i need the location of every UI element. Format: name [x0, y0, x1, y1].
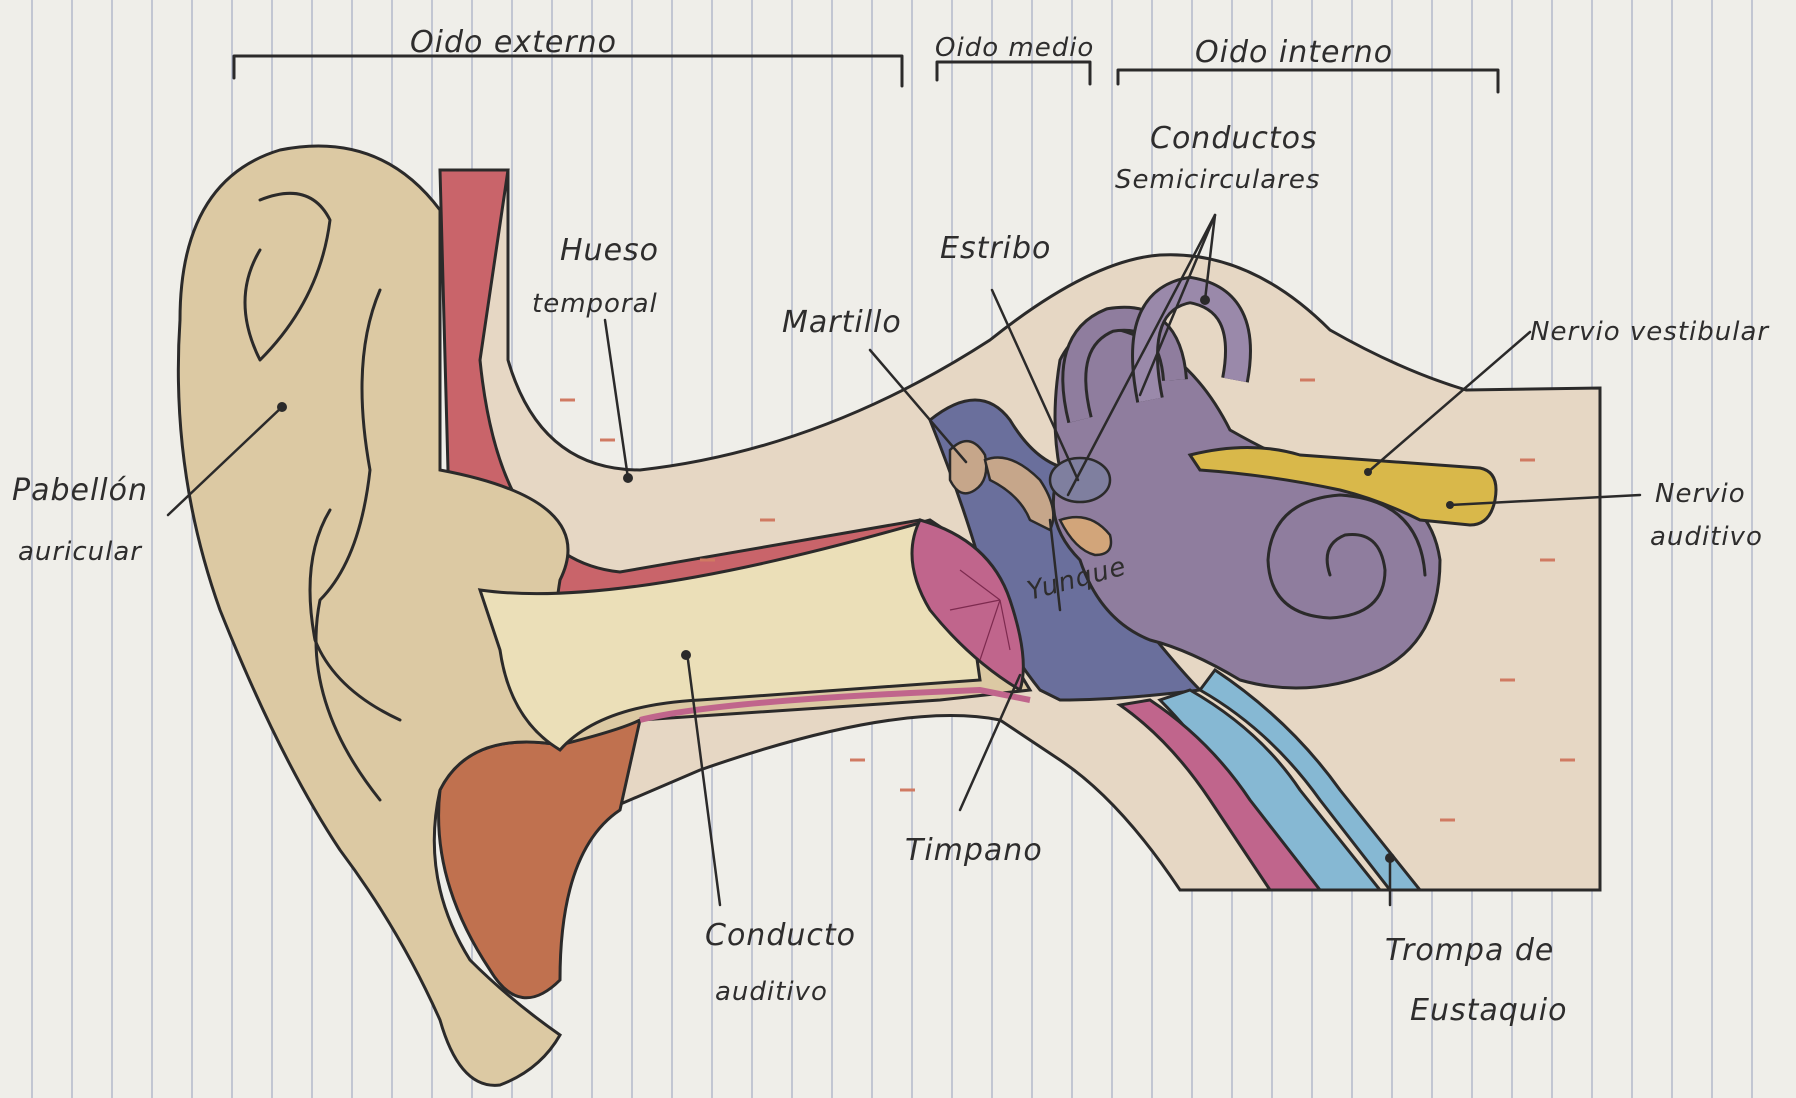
label-martillo: Martillo: [782, 305, 902, 340]
label-nervio-vestibular: Nervio vestibular: [1530, 317, 1770, 347]
section-title-outer: Oido externo: [410, 25, 617, 60]
label-conducto-line1: Conducto: [705, 918, 856, 953]
label-pabellon-line2: auricular: [18, 537, 143, 567]
label-hueso-line1: Hueso: [560, 233, 659, 268]
label-conductos-line2: Semicirculares: [1115, 165, 1320, 195]
label-conducto-line2: auditivo: [715, 977, 828, 1007]
label-trompa-line1: Trompa de: [1385, 933, 1554, 968]
label-conductos-line1: Conductos: [1150, 121, 1318, 156]
section-title-middle: Oido medio: [935, 33, 1094, 63]
label-timpano: Timpano: [905, 833, 1043, 868]
section-title-inner: Oido interno: [1195, 35, 1393, 70]
label-nervio-auditivo-line2: auditivo: [1650, 522, 1763, 552]
label-pabellon-line1: Pabellón: [12, 473, 148, 508]
label-hueso-line2: temporal: [532, 289, 658, 319]
label-estribo: Estribo: [940, 231, 1051, 266]
label-trompa-line2: Eustaquio: [1410, 993, 1568, 1028]
label-nervio-auditivo-line1: Nervio: [1655, 479, 1746, 509]
